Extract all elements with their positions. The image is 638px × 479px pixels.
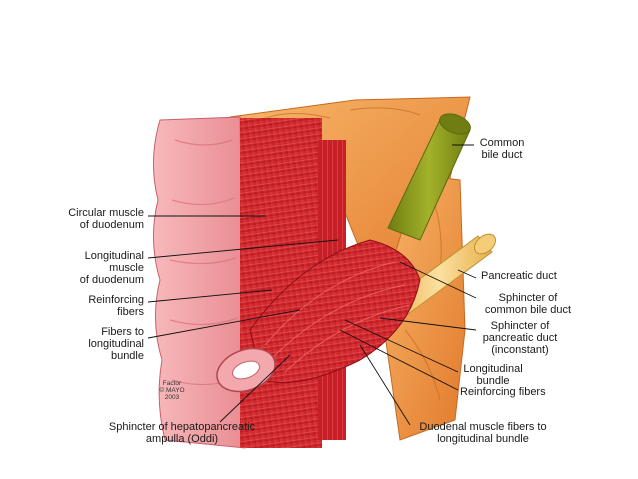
- label-circular-muscle: Circular muscle of duodenum: [68, 207, 144, 231]
- label-sphincter-bile-duct: Sphincter of common bile duct: [484, 292, 572, 316]
- label-sphincter-ampulla: Sphincter of hepatopancreatic ampulla (O…: [108, 421, 256, 445]
- leader-sphincter-ampulla: [219, 354, 291, 423]
- leader-fibers-to-bundle: [147, 309, 301, 339]
- leader-pancreatic-duct: [457, 269, 477, 279]
- label-pancreatic-duct: Pancreatic duct: [481, 270, 557, 282]
- leader-lines: [147, 144, 477, 426]
- leader-longitudinal-bundle: [344, 319, 459, 373]
- label-longitudinal-muscle: Longitudinal muscle of duodenum: [79, 250, 144, 286]
- sphincter-muscle-bundle: [249, 239, 421, 383]
- label-reinforcing-fibers-right: Reinforcing fibers: [460, 386, 546, 398]
- label-longitudinal-bundle: Longitudinal bundle: [463, 363, 523, 387]
- label-reinforcing-fibers-left: Reinforcing fibers: [88, 294, 144, 318]
- leader-duodenal-fibers: [359, 344, 411, 426]
- label-sphincter-pancreatic-duct: Sphincter of pancreatic duct (inconstant…: [482, 320, 558, 356]
- label-common-bile-duct: Common bile duct: [479, 137, 525, 161]
- leader-reinforcing-fibers-right: [339, 329, 459, 391]
- mayo-credit: Factor © MAYO 2003: [159, 380, 185, 401]
- leader-longitudinal-muscle: [147, 239, 339, 259]
- leader-reinforcing-fibers-left: [147, 289, 273, 303]
- common-bile-duct: [387, 113, 471, 241]
- leader-sphincter-pancreatic-duct: [379, 317, 477, 331]
- label-fibers-to-bundle: Fibers to longitudinal bundle: [88, 326, 144, 362]
- leader-sphincter-bile-duct: [399, 261, 477, 299]
- label-duodenal-fibers: Duodenal muscle fibers to longitudinal b…: [419, 421, 547, 445]
- ampulla-opening: [216, 347, 276, 393]
